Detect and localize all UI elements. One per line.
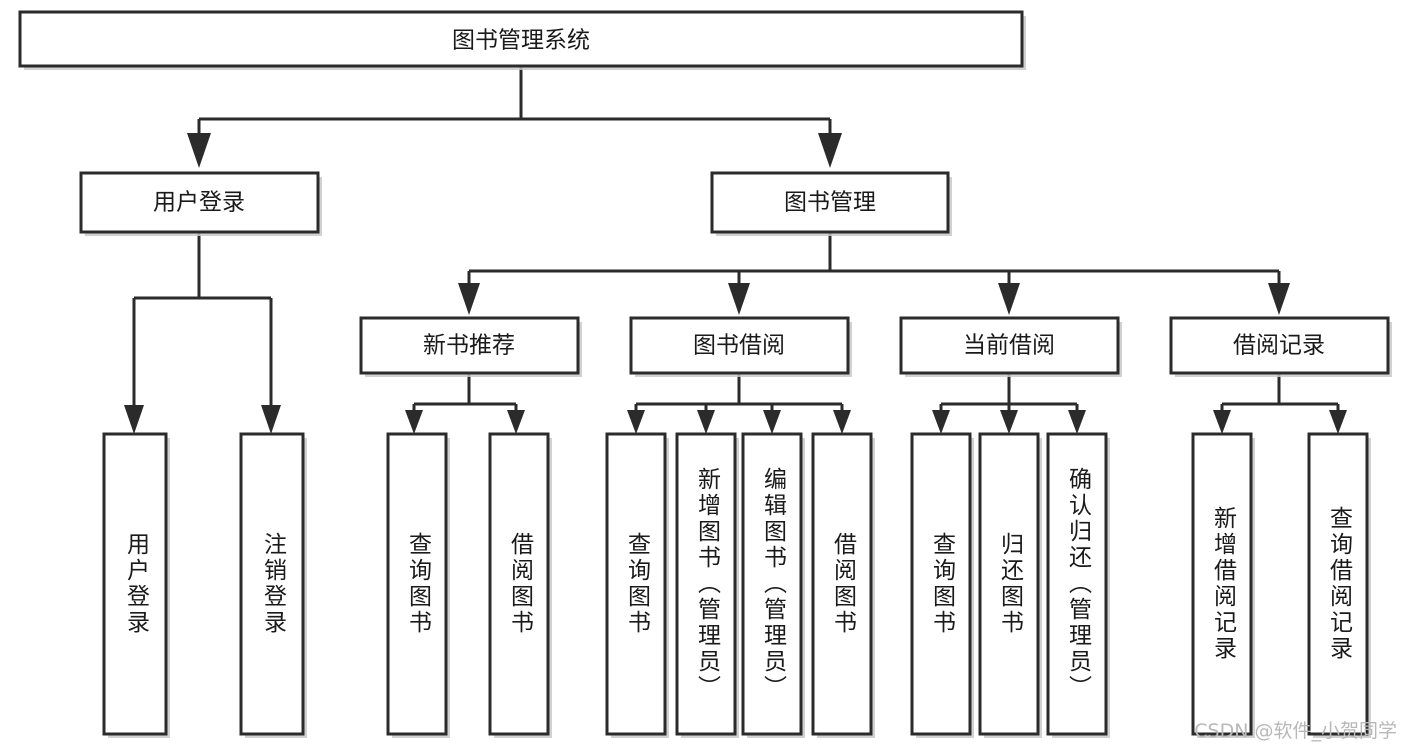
arrowhead-layer xyxy=(124,133,1347,434)
node-user-login-label: 用户登录 xyxy=(153,190,245,216)
arrow-icon-new-book-rec xyxy=(458,283,480,315)
arrow-icon-leaf-return-book xyxy=(1000,410,1018,434)
node-leaf-return-book[interactable] xyxy=(978,432,1040,736)
node-new-book-rec-label: 新书推荐 xyxy=(423,333,515,359)
node-leaf-query-record[interactable] xyxy=(1307,432,1369,736)
arrow-icon-leaf-query-book-1 xyxy=(405,410,423,434)
arrow-icon-leaf-user-login xyxy=(124,405,144,434)
node-leaf-borrow-book-2[interactable] xyxy=(811,432,873,736)
node-borrow-record-label: 借阅记录 xyxy=(1233,333,1325,359)
node-root-label: 图书管理系统 xyxy=(452,28,590,54)
node-book-manage-label: 图书管理 xyxy=(784,190,876,216)
arrow-icon-book-manage xyxy=(818,133,842,168)
arrow-icon-leaf-edit-book xyxy=(763,410,781,434)
arrow-icon-leaf-add-record xyxy=(1213,410,1231,434)
node-borrow-record[interactable] xyxy=(1169,316,1390,375)
arrow-icon-leaf-query-book-2 xyxy=(627,410,645,434)
arrow-icon-leaf-query-book-3 xyxy=(932,410,950,434)
node-leaf-logout[interactable] xyxy=(239,432,305,736)
node-leaf-query-book-2[interactable] xyxy=(605,432,667,736)
node-leaf-confirm-return[interactable] xyxy=(1046,432,1108,736)
node-current-borrow[interactable] xyxy=(899,316,1120,375)
arrow-icon-user-login xyxy=(187,133,211,168)
node-book-borrow-label: 图书借阅 xyxy=(693,333,785,359)
arrow-icon-leaf-query-record xyxy=(1329,410,1347,434)
node-leaf-borrow-book-1[interactable] xyxy=(488,432,550,736)
node-new-book-rec[interactable] xyxy=(359,316,580,375)
node-leaf-edit-book[interactable] xyxy=(741,432,803,736)
arrow-icon-book-borrow xyxy=(728,283,750,315)
node-leaf-query-book-1[interactable] xyxy=(386,432,448,736)
node-book-manage[interactable] xyxy=(710,171,950,234)
arrow-icon-current-borrow xyxy=(998,283,1020,315)
arrow-icon-leaf-borrow-book-1 xyxy=(507,410,525,434)
arrow-icon-borrow-record xyxy=(1268,283,1290,315)
node-book-borrow[interactable] xyxy=(629,316,850,375)
node-root[interactable] xyxy=(18,10,1024,68)
csdn-watermark: CSDN @软件_小贺同学 xyxy=(1194,720,1397,742)
node-leaf-add-record[interactable] xyxy=(1191,432,1253,736)
arrow-icon-leaf-borrow-book-2 xyxy=(833,410,851,434)
arrow-icon-leaf-confirm-return xyxy=(1068,410,1086,434)
node-leaf-user-login[interactable] xyxy=(102,432,168,736)
node-user-login[interactable] xyxy=(79,171,320,234)
node-leaf-add-book[interactable] xyxy=(675,432,737,736)
edge-layer xyxy=(132,66,1340,410)
node-layer: 图书管理系统 用户登录 图书管理 新书推荐 图书借阅 当前借阅 借阅记录 xyxy=(18,10,1392,738)
node-current-borrow-label: 当前借阅 xyxy=(963,333,1055,359)
node-leaf-query-book-3[interactable] xyxy=(910,432,972,736)
arrow-icon-leaf-add-book xyxy=(697,410,715,434)
arrow-icon-leaf-logout xyxy=(261,405,281,434)
